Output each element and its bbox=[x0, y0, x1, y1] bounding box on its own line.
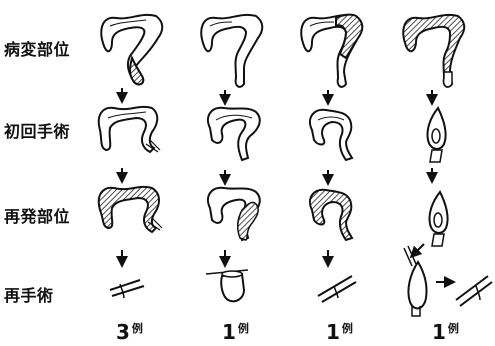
colon-first-surgery-2 bbox=[208, 108, 260, 160]
case-count-number: 1 bbox=[222, 320, 236, 344]
re-surgery-2 bbox=[206, 270, 248, 301]
colon-lesion-1 bbox=[101, 15, 162, 85]
column-1 bbox=[99, 15, 163, 298]
colon-lesion-4 bbox=[403, 15, 464, 87]
colon-first-surgery-3 bbox=[310, 110, 352, 160]
re-surgery-3 bbox=[318, 276, 356, 302]
row-label-recurrence-site: 再発部位 bbox=[4, 203, 70, 227]
re-surgery-4 bbox=[404, 244, 492, 316]
colon-lesion-3 bbox=[301, 15, 362, 87]
case-count-number: 1 bbox=[432, 320, 446, 344]
row-label-re-surgery: 再手術 bbox=[4, 282, 54, 306]
row-label-lesion-site: 病変部位 bbox=[4, 36, 70, 60]
ileal-pouch-recurrence-4 bbox=[429, 192, 447, 246]
colon-recurrence-2 bbox=[208, 188, 260, 240]
case-count-unit: 例 bbox=[342, 322, 353, 335]
colon-first-surgery-1 bbox=[99, 107, 160, 152]
column-4 bbox=[403, 15, 492, 316]
colon-recurrence-1 bbox=[99, 187, 162, 232]
case-count-number: 1 bbox=[326, 320, 340, 344]
row-label-first-surgery: 初回手術 bbox=[4, 118, 70, 142]
column-2 bbox=[201, 15, 262, 301]
case-count-unit: 例 bbox=[238, 322, 249, 335]
ileal-pouch-first-surgery-4 bbox=[427, 108, 445, 162]
re-surgery-1 bbox=[110, 280, 144, 298]
colon-lesion-2 bbox=[201, 15, 262, 87]
case-count-unit: 例 bbox=[132, 322, 143, 335]
column-3 bbox=[301, 15, 362, 302]
colon-recurrence-3 bbox=[310, 190, 352, 240]
case-count-unit: 例 bbox=[448, 322, 459, 335]
case-count-number: 3 bbox=[116, 320, 130, 344]
